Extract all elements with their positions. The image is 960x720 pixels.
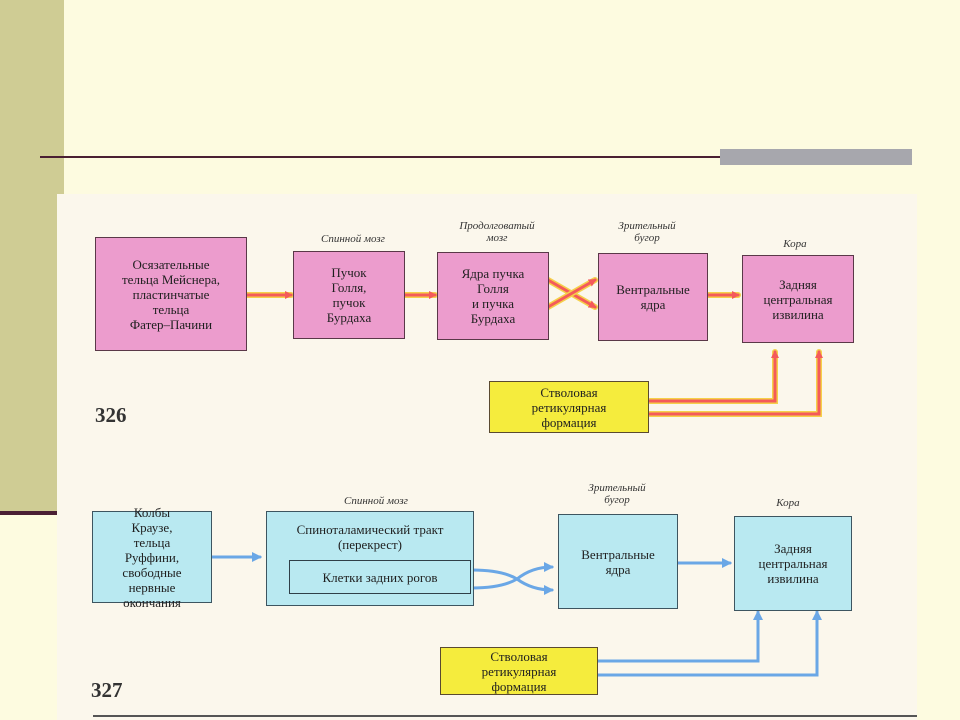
label-spinal-cord: Спинной мозг	[321, 233, 385, 245]
box-goll-burdach-bundle: Пучок Голля, пучок Бурдаха	[293, 251, 405, 339]
sidebar-underline	[0, 511, 64, 515]
box-krause-ruffini-receptors: Колбы Краузе, тельца Руффини, свободные …	[92, 505, 212, 610]
slide-sidebar	[0, 0, 64, 515]
box-postcentral-gyrus: Задняя центральная извилина	[742, 255, 854, 343]
figure-number-327: 327	[91, 678, 123, 702]
title-divider-line	[40, 156, 912, 158]
fig327-arrows	[210, 552, 822, 677]
label-medulla: Продолговатый мозг	[459, 220, 535, 244]
label-cortex-327: Кора	[776, 497, 800, 509]
fig326-arrows	[244, 277, 823, 417]
box-ventral-nuclei: Вентральные ядра	[598, 253, 708, 341]
box-reticular-formation-327: Стволовая ретикулярная формация	[440, 647, 598, 695]
label-thalamus: Зрительный бугор	[618, 220, 676, 244]
diagram-image: Спинной мозг Продолговатый мозг Зрительн…	[57, 194, 917, 720]
box-goll-burdach-nuclei: Ядра пучка Голля и пучка Бурдаха	[437, 252, 549, 340]
title-divider-accent	[720, 149, 912, 165]
label-thalamus-327: Зрительный бугор	[588, 482, 646, 506]
diagram-arrows	[93, 277, 917, 717]
box-postcentral-gyrus-327: Задняя центральная извилина	[734, 516, 852, 611]
label-cortex: Кора	[783, 238, 807, 250]
box-dorsal-horn-cells: Клетки задних рогов	[289, 560, 471, 594]
figure-number-326: 326	[95, 403, 127, 427]
box-tactile-receptors: Осязательные тельца Мейснера, пластинчат…	[95, 237, 247, 351]
box-ventral-nuclei-327: Вентральные ядра	[558, 514, 678, 609]
label-spinal-cord-327: Спинной мозг	[344, 495, 408, 507]
box-reticular-formation: Стволовая ретикулярная формация	[489, 381, 649, 433]
